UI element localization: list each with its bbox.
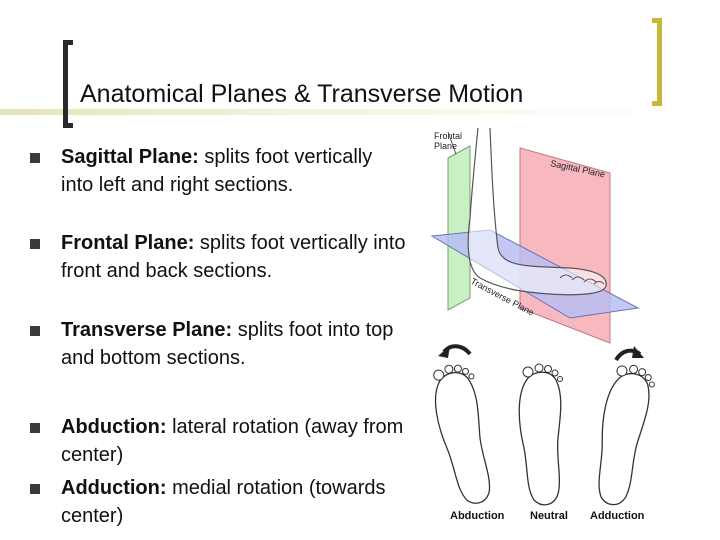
adduction-label: Adduction (590, 510, 645, 522)
frontal-plane-label: Frontal (434, 131, 462, 141)
bullet-item-sagittal: Sagittal Plane: splits foot vertically i… (61, 143, 406, 199)
frontal-plane-label-line2: Plane (434, 141, 457, 151)
adduction-arrowhead-icon (632, 346, 644, 358)
abduction-label: Abduction (450, 510, 505, 522)
bullet-description: splits foot vertically into front and ba… (61, 232, 406, 282)
neutral-label: Neutral (530, 510, 568, 522)
bullet-description: medial rotation (towards center) (61, 477, 386, 527)
bullet-marker (30, 423, 40, 433)
foot-rotation-illustration: Abduction Neutral Adduction (433, 344, 655, 522)
title-bracket-left (63, 40, 73, 128)
bullet-term: Transverse Plane: (61, 319, 233, 341)
bullet-marker (30, 326, 40, 336)
bullet-item-frontal: Frontal Plane: splits foot vertically in… (61, 229, 406, 285)
bullet-marker (30, 153, 40, 163)
frontal-label-leader (447, 131, 457, 155)
bullet-term: Adduction: (61, 477, 167, 499)
anatomical-planes-illustration: Frontal Plane Sagittal Plane Transverse … (430, 127, 640, 344)
bullet-item-transverse: Transverse Plane: splits foot into top a… (61, 316, 406, 372)
bullet-description: lateral rotation (away from center) (61, 416, 404, 466)
bullet-marker (30, 239, 40, 249)
bullet-marker (30, 484, 40, 494)
toe-lines (559, 274, 605, 285)
page-title: Anatomical Planes & Transverse Motion (80, 80, 524, 108)
foot-outline (467, 127, 607, 296)
bullet-term: Abduction: (61, 416, 167, 438)
foot-abduction (433, 364, 491, 504)
bullet-term: Sagittal Plane: (61, 146, 199, 168)
bullet-description: splits foot into top and bottom sections… (61, 319, 394, 369)
bullet-term: Frontal Plane: (61, 232, 195, 254)
bullet-description: splits foot vertically into left and rig… (61, 146, 373, 196)
frontal-plane (447, 145, 471, 311)
foot-neutral (518, 363, 563, 506)
title-bracket-right (652, 18, 662, 106)
bullet-item-abduction: Abduction: lateral rotation (away from c… (61, 413, 406, 469)
foot-adduction (598, 364, 655, 506)
abduction-arrowhead-icon (438, 346, 450, 358)
title-underline (0, 109, 690, 115)
bullet-item-adduction: Adduction: medial rotation (towards cent… (61, 474, 406, 530)
